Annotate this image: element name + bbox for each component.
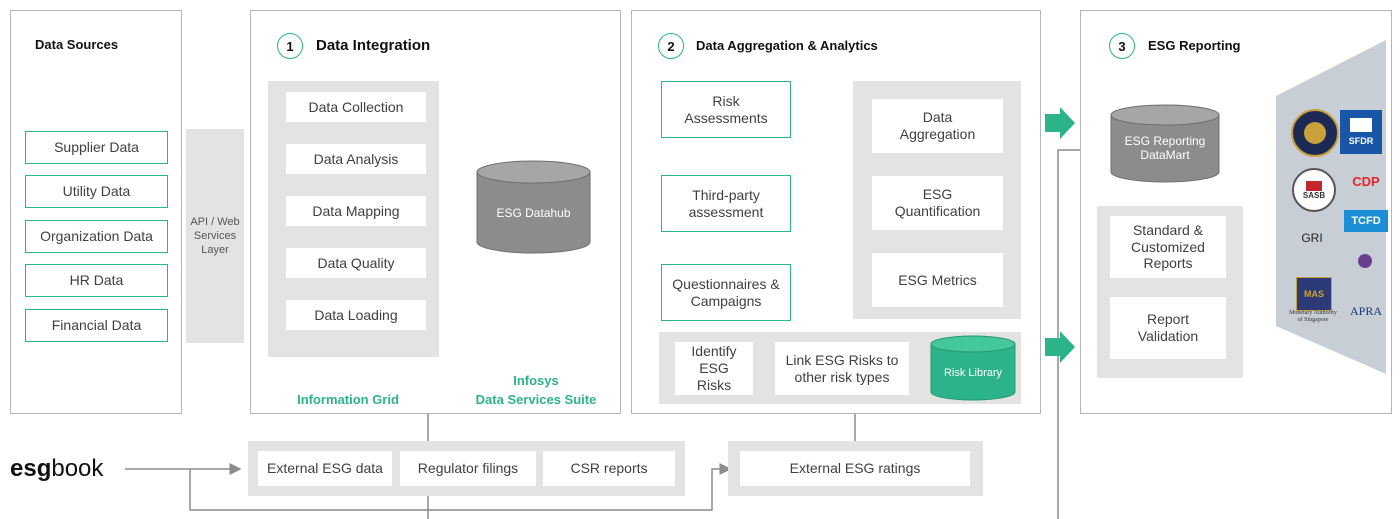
external-sources-group: External ESG data Regulator filings CSR … <box>248 441 685 496</box>
risk-library-label: Risk Library <box>943 367 1003 379</box>
integration-step: Data Loading <box>286 300 426 330</box>
data-integration-panel: 1 Data Integration Data Collection Data … <box>250 10 621 414</box>
analytics-output: ESG Metrics <box>872 253 1003 307</box>
analytics-input: Questionnaires & Campaigns <box>661 264 791 321</box>
link-risks-box: Link ESG Risks to other risk types <box>775 342 909 395</box>
integration-steps-group: Data Collection Data Analysis Data Mappi… <box>268 81 439 357</box>
gri-logo: GRI <box>1290 220 1334 256</box>
external-esg-ratings-box: External ESG ratings <box>740 451 970 486</box>
step-number-badge: 3 <box>1109 33 1135 59</box>
standards-trapezoid <box>1276 40 1386 374</box>
apra-logo: APRA <box>1342 302 1390 320</box>
analytics-input: Risk Assessments <box>661 81 791 138</box>
source-item: Utility Data <box>25 175 168 208</box>
analytics-output: ESG Quantification <box>872 176 1003 230</box>
esgbook-bold: esg <box>10 455 52 482</box>
step-number-badge: 2 <box>658 33 684 59</box>
source-item: HR Data <box>25 264 168 297</box>
analytics-title: Data Aggregation & Analytics <box>696 38 878 53</box>
mas-text: MAS <box>1304 289 1324 299</box>
tcfd-logo: TCFD <box>1344 210 1388 232</box>
sfdr-logo: SFDR <box>1340 110 1382 154</box>
mas-logo: MAS <box>1296 277 1332 311</box>
mas-caption: Monetary Authority of Singapore <box>1289 310 1337 323</box>
esg-datahub-cylinder: ESG Datahub <box>476 160 591 255</box>
cdp-text: CDP <box>1352 173 1380 189</box>
reporting-title: ESG Reporting <box>1148 38 1241 53</box>
suite-label-line1: Infosys <box>513 373 559 388</box>
information-grid-label: Information Grid <box>297 392 399 407</box>
analytics-output: Data Aggregation <box>872 99 1003 153</box>
suite-label-line2: Data Services Suite <box>475 392 597 407</box>
data-integration-title: Data Integration <box>316 37 431 54</box>
source-item: Financial Data <box>25 309 168 342</box>
identify-risks-box: Identify ESG Risks <box>675 342 753 395</box>
sasb-text: SASB <box>1302 190 1326 200</box>
cdp-logo: CDP <box>1342 170 1390 192</box>
datamart-cylinder: ESG Reporting DataMart <box>1110 104 1220 184</box>
source-item: Supplier Data <box>25 131 168 164</box>
flower-icon <box>1358 254 1372 268</box>
standard-reports-box: Standard & Customized Reports <box>1110 216 1226 278</box>
integration-step: Data Quality <box>286 248 426 278</box>
hkma-logo <box>1350 248 1380 274</box>
analytics-outputs-group: Data Aggregation ESG Quantification ESG … <box>853 81 1021 319</box>
reporting-group: Standard & Customized Reports Report Val… <box>1097 206 1243 378</box>
external-esg-data-box: External ESG data <box>258 451 392 486</box>
csr-reports-box: CSR reports <box>543 451 675 486</box>
api-layer: API / Web Services Layer <box>186 129 244 343</box>
apra-text: APRA <box>1349 303 1382 318</box>
integration-step: Data Collection <box>286 92 426 122</box>
integration-step: Data Mapping <box>286 196 426 226</box>
esg-datahub-label: ESG Datahub <box>496 206 571 220</box>
esgbook-logo: esgbook <box>10 455 103 483</box>
sasb-logo: SASB <box>1292 168 1336 212</box>
regulator-filings-box: Regulator filings <box>400 451 536 486</box>
data-sources-panel: Data Sources Supplier Data Utility Data … <box>10 10 182 414</box>
step-number-badge: 1 <box>277 33 303 59</box>
esgbook-light: book <box>51 455 104 482</box>
data-sources-title: Data Sources <box>35 37 119 52</box>
analytics-input: Third-party assessment <box>661 175 791 232</box>
database-icon <box>930 335 1016 401</box>
sasb-bars-icon <box>1306 180 1322 191</box>
report-validation-box: Report Validation <box>1110 297 1226 359</box>
gri-text: GRI <box>1301 231 1323 245</box>
database-icon <box>476 160 591 254</box>
datamart-label: ESG Reporting DataMart <box>1124 134 1206 163</box>
database-icon <box>1110 104 1220 183</box>
integration-step: Data Analysis <box>286 144 426 174</box>
tcfd-text: TCFD <box>1351 215 1381 227</box>
eu-flag-icon <box>1350 118 1372 132</box>
flow-arrow <box>1045 331 1075 363</box>
source-item: Organization Data <box>25 220 168 253</box>
flow-arrow <box>1045 107 1075 139</box>
risk-library-cylinder: Risk Library <box>930 335 1016 401</box>
external-ratings-group: External ESG ratings <box>728 441 983 496</box>
sfdr-text: SFDR <box>1348 136 1374 146</box>
sec-seal-icon <box>1291 109 1339 157</box>
